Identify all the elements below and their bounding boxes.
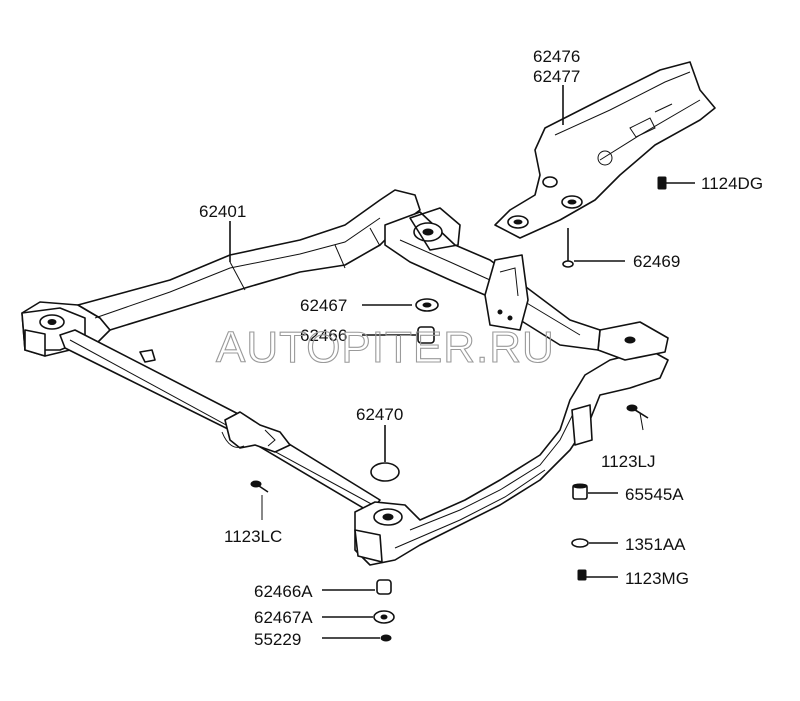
bolt-1123MG-drawing [577, 569, 618, 581]
bushing-62466A-drawing [322, 579, 392, 595]
bushing-65545A-drawing [572, 483, 618, 500]
watermark: AUTOPITER.RU [216, 323, 555, 372]
label-62476: 62476 [533, 47, 580, 66]
plug-62470-drawing [370, 425, 400, 482]
label-55229: 55229 [254, 630, 301, 649]
bolt-1123LJ-drawing [626, 404, 649, 431]
label-1123LC: 1123LC [224, 527, 282, 546]
mount-bracket-62476 [494, 61, 716, 239]
label-1123MG: 1123MG [625, 569, 689, 588]
label-62466A: 62466A [254, 582, 313, 601]
washer-62467A-drawing [322, 610, 395, 624]
subframe-crossmember [21, 189, 669, 566]
washer-1351AA-drawing [571, 538, 618, 548]
bushing-62466-drawing [362, 326, 435, 344]
label-62477: 62477 [533, 67, 580, 86]
bolt-1123LC-drawing [250, 480, 269, 520]
label-62470: 62470 [356, 405, 403, 424]
label-1124DG: 1124DG [701, 174, 763, 193]
bolt-62469-drawing [562, 228, 625, 268]
label-62401: 62401 [199, 202, 246, 221]
label-65545A: 65545A [625, 485, 684, 504]
label-62467A: 62467A [254, 608, 313, 627]
bushing-62467-drawing [362, 298, 439, 312]
label-62469: 62469 [633, 252, 680, 271]
bolt-1124DG-drawing [657, 176, 695, 190]
label-1123LJ: 1123LJ [601, 452, 656, 471]
label-62467: 62467 [300, 296, 347, 315]
nut-55229-drawing [322, 634, 392, 642]
label-1351AA: 1351AA [625, 535, 686, 554]
label-62466: 62466 [300, 326, 347, 345]
